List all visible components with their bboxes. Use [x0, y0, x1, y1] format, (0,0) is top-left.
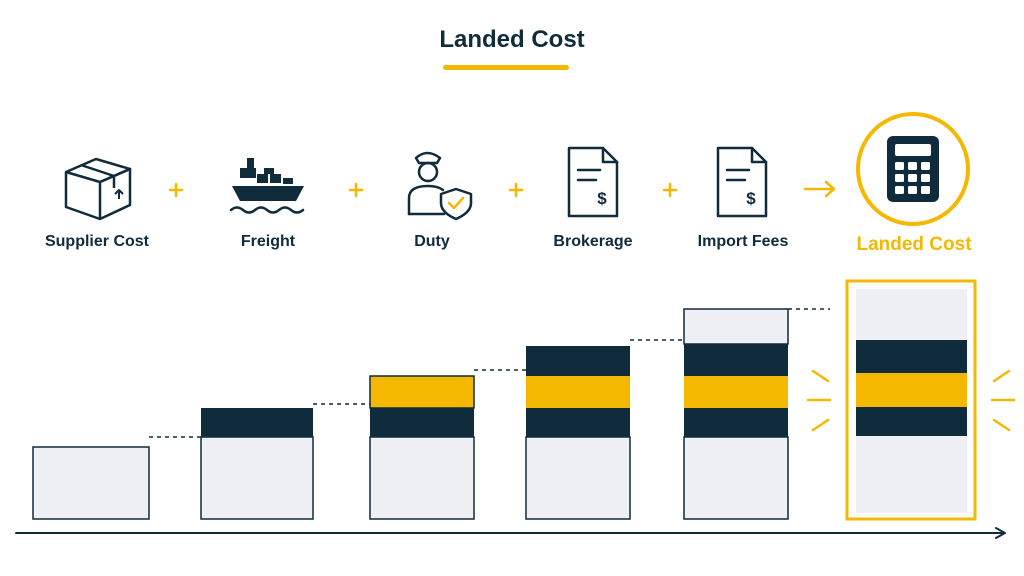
baseline-arrow — [15, 527, 1006, 539]
label-freight: Freight — [240, 233, 296, 250]
cargo-ship-icon — [229, 158, 305, 214]
svg-text:$: $ — [597, 189, 607, 208]
label-import-fees: Import Fees — [697, 233, 789, 250]
operator-plus-4 — [662, 182, 678, 198]
bar-brokerage — [525, 346, 631, 520]
customs-officer-shield-icon — [407, 151, 473, 221]
operator-plus-2 — [348, 182, 364, 198]
bar-import-fees — [683, 308, 789, 520]
title-underline — [443, 65, 569, 70]
calculator-icon — [856, 112, 970, 226]
bar-supplier-cost — [32, 446, 150, 520]
bar-freight — [200, 408, 314, 520]
label-supplier-cost: Supplier Cost — [44, 233, 149, 250]
highlight-rays — [806, 369, 1016, 432]
bar-duty — [369, 375, 475, 520]
operator-plus-3 — [508, 182, 524, 198]
package-box-icon — [64, 157, 132, 221]
label-landed-cost: Landed Cost — [856, 234, 972, 255]
invoice-document-icon: $ — [567, 146, 619, 218]
operator-plus-1 — [168, 182, 184, 198]
diagram-title: Landed Cost — [439, 26, 585, 53]
label-brokerage: Brokerage — [553, 233, 633, 250]
svg-text:$: $ — [746, 189, 756, 208]
fee-document-icon: $ — [716, 146, 768, 218]
operator-arrow — [803, 180, 836, 198]
bar-landed-cost-total — [845, 279, 977, 521]
label-duty: Duty — [414, 233, 450, 250]
